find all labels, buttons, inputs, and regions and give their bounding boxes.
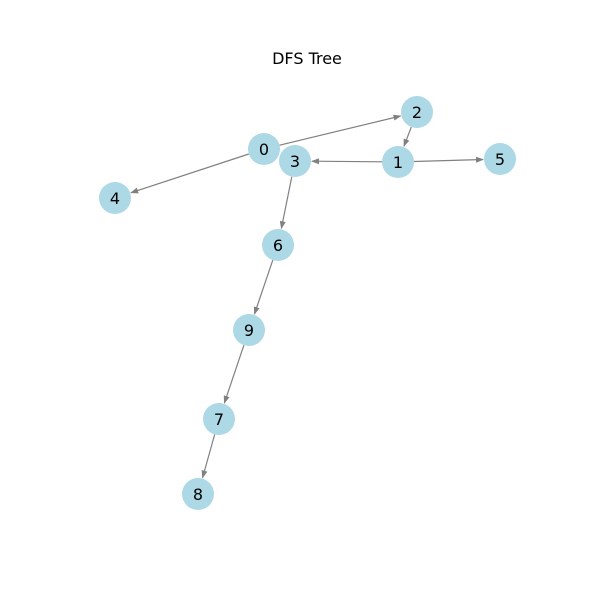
node-circle — [262, 229, 294, 261]
node-circle — [182, 478, 214, 510]
node-label: 3 — [290, 152, 300, 171]
node-5: 5 — [484, 143, 516, 175]
edge-6-9 — [253, 259, 274, 315]
node-circle — [233, 314, 265, 346]
node-label: 1 — [393, 153, 403, 172]
node-label: 4 — [110, 189, 120, 208]
node-label: 5 — [495, 150, 505, 169]
diagram-title: DFS Tree — [272, 49, 342, 68]
node-circle — [248, 133, 280, 165]
node-3: 3 — [279, 145, 311, 177]
node-6: 6 — [262, 229, 294, 261]
node-label: 8 — [193, 485, 203, 504]
edge-0-4 — [130, 153, 249, 194]
node-circle — [99, 182, 131, 214]
nodes-layer: 0 1 2 3 4 5 6 7 8 9 — [99, 96, 516, 510]
edge-9-7 — [223, 345, 245, 404]
edge-3-6 — [279, 176, 293, 230]
node-label: 9 — [244, 321, 254, 340]
node-circle — [279, 145, 311, 177]
node-0: 0 — [248, 133, 280, 165]
node-9: 9 — [233, 314, 265, 346]
node-7: 7 — [203, 403, 235, 435]
edge-0-2 — [279, 114, 402, 146]
node-1: 1 — [382, 146, 414, 178]
node-circle — [203, 403, 235, 435]
node-circle — [382, 146, 414, 178]
node-4: 4 — [99, 182, 131, 214]
edge-1-5 — [413, 156, 484, 163]
node-8: 8 — [182, 478, 214, 510]
edges-layer — [130, 114, 484, 479]
node-circle — [401, 96, 433, 128]
node-label: 2 — [412, 103, 422, 122]
node-label: 0 — [259, 140, 269, 159]
node-label: 7 — [214, 410, 224, 429]
edge-2-1 — [403, 126, 412, 148]
edge-7-8 — [201, 434, 216, 479]
node-2: 2 — [401, 96, 433, 128]
edge-1-3 — [311, 158, 383, 165]
node-circle — [484, 143, 516, 175]
node-label: 6 — [273, 236, 283, 255]
